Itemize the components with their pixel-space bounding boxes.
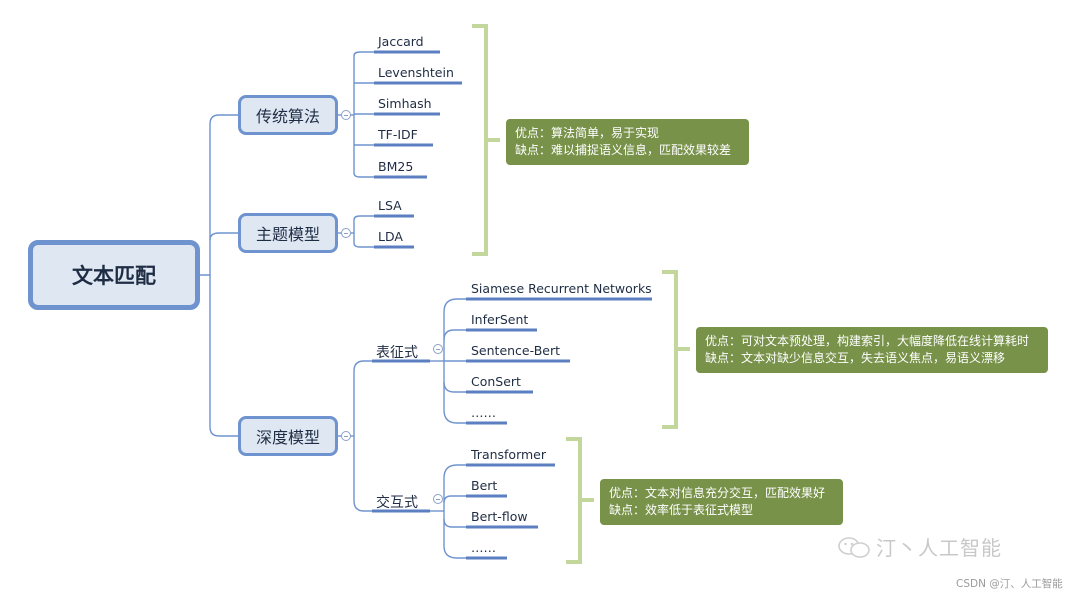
node-deep-models[interactable]: 深度模型 [238, 416, 338, 456]
note-interaction-pros-cons[interactable]: 优点：文本对信息充分交互，匹配效果好 缺点：效率低于表征式模型 [600, 479, 843, 525]
leaf-siamese-rnn[interactable]: Siamese Recurrent Networks [471, 281, 652, 296]
note-cons: 缺点：效率低于表征式模型 [609, 503, 754, 517]
watermark-footer: CSDN @汀、人工智能 [956, 578, 1063, 590]
leaf-ellipsis[interactable]: …… [471, 405, 496, 420]
leaf-bert-flow[interactable]: Bert-flow [471, 509, 528, 524]
leaf-bm25[interactable]: BM25 [378, 159, 414, 174]
note-traditional-pros-cons[interactable]: 优点：算法简单，易于实现 缺点：难以捕捉语义信息，匹配效果较差 [506, 119, 749, 165]
leaf-consert[interactable]: ConSert [471, 374, 521, 389]
leaf-infersent[interactable]: InferSent [471, 312, 529, 327]
watermark-brand: 汀丶人工智能 [876, 536, 1002, 560]
note-representation-pros-cons[interactable]: 优点：可对文本预处理，构建索引，大幅度降低在线计算耗时 缺点：文本对缺少信息交互… [696, 327, 1048, 373]
wechat-logo-icon [838, 537, 870, 558]
leaf-transformer[interactable]: Transformer [471, 447, 547, 462]
note-pros: 优点：算法简单，易于实现 [515, 126, 660, 140]
leaf-tf-idf[interactable]: TF-IDF [378, 127, 418, 142]
collapse-toggle-icon[interactable] [341, 110, 351, 120]
collapse-toggle-icon[interactable] [341, 431, 351, 441]
leaf-sentence-bert[interactable]: Sentence-Bert [471, 343, 560, 358]
node-label: 传统算法 [255, 107, 320, 126]
collapse-toggle-icon[interactable] [341, 228, 351, 238]
leaf-ellipsis[interactable]: …… [471, 540, 496, 555]
root-node[interactable]: 文本匹配 [28, 240, 200, 310]
leaf-lda[interactable]: LDA [378, 229, 403, 244]
collapse-toggle-icon[interactable] [433, 344, 443, 354]
note-cons: 缺点：难以捕捉语义信息，匹配效果较差 [515, 143, 732, 157]
leaf-lsa[interactable]: LSA [378, 198, 402, 213]
node-interaction[interactable]: 交互式 [376, 495, 418, 511]
node-traditional-algorithms[interactable]: 传统算法 [238, 95, 338, 135]
note-pros: 优点：可对文本预处理，构建索引，大幅度降低在线计算耗时 [705, 334, 1030, 348]
leaf-jaccard[interactable]: Jaccard [378, 34, 424, 49]
root-label: 文本匹配 [72, 264, 156, 288]
note-pros: 优点：文本对信息充分交互，匹配效果好 [609, 486, 826, 500]
leaf-levenshtein[interactable]: Levenshtein [378, 65, 454, 80]
node-label: 深度模型 [255, 428, 320, 447]
node-representation[interactable]: 表征式 [376, 345, 418, 361]
collapse-toggle-icon[interactable] [433, 494, 443, 504]
node-topic-models[interactable]: 主题模型 [238, 213, 338, 253]
leaf-bert[interactable]: Bert [471, 478, 498, 493]
note-cons: 缺点：文本对缺少信息交互，失去语义焦点，易语义漂移 [705, 351, 1006, 365]
leaf-simhash[interactable]: Simhash [378, 96, 432, 111]
node-label: 主题模型 [255, 225, 320, 244]
